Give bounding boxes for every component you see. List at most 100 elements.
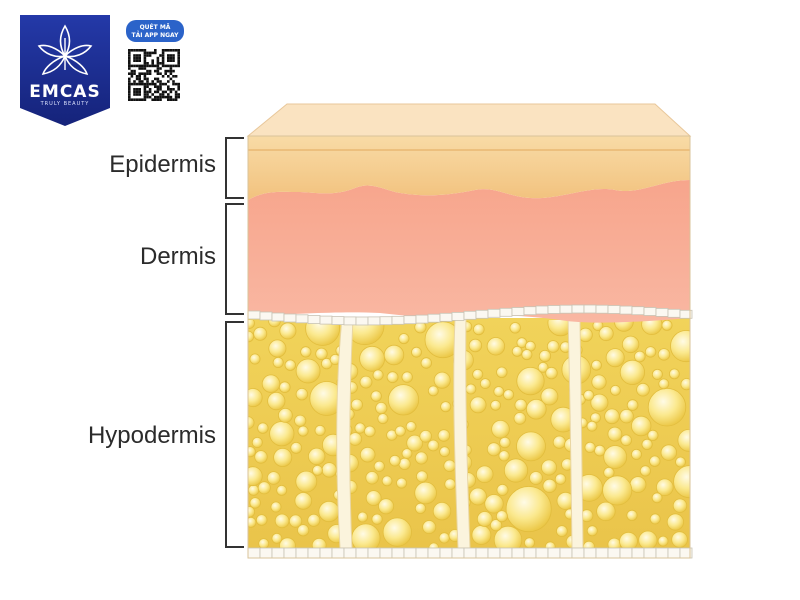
fat-cell [389,454,401,467]
fat-cell [521,349,533,361]
fat-cell [248,416,255,430]
lotus-icon [37,24,93,76]
qr-module [167,95,170,99]
epidermis-bracket [225,137,244,199]
qr-module [133,98,136,101]
qr-pill [126,20,184,42]
qr-module [148,51,152,55]
cell [487,308,501,318]
qr-module [141,72,144,75]
qr-module [151,51,154,55]
fat-cell [257,481,271,495]
skin-block-outline [247,135,691,559]
fat-cell [405,421,417,432]
fat-cell [270,501,282,513]
qr-module [143,54,147,57]
qr-module [138,90,141,94]
cell [547,305,561,314]
qr-module [159,93,162,96]
fat-cell [471,525,492,545]
fat-cell [370,390,382,402]
fat-cell [472,323,485,336]
fat-cell [308,447,326,466]
fat-cell [438,532,450,544]
fat-cell [670,330,690,363]
fat-cell [605,348,625,368]
qr-module [128,85,131,88]
qr-module [159,54,162,57]
qr-module [130,49,134,52]
qr-module [138,80,141,83]
brand-tagline: TRULY BEAUTY [40,101,90,107]
qr-module [135,59,139,62]
qr-module [161,62,165,65]
cell [415,547,429,559]
epidermis-layer [248,136,690,200]
fat-cell [657,535,669,547]
fat-cell [619,409,634,424]
cell [331,316,345,326]
fat-cell [261,374,281,393]
qr-module [138,75,141,78]
fat-cell [378,498,395,515]
qr-module [169,54,173,57]
qr-module [135,88,139,91]
qr-module [156,56,160,60]
qr-module [172,88,175,91]
qr-module [154,77,157,81]
fat-cell [484,494,504,514]
cell [499,307,513,317]
cell [559,547,573,559]
fat-cell [584,441,596,453]
qr-module [172,54,175,57]
qr-module [138,59,141,62]
cell [655,307,669,317]
qr-module [135,56,139,60]
fat-cell [475,465,494,484]
qr-module [146,54,149,57]
fat-cell [312,464,323,476]
hypodermis-bracket [225,321,244,548]
qr-module [172,98,175,101]
qr-module [164,72,167,75]
qr-code-icon[interactable] [126,47,184,105]
fat-cell [479,378,491,390]
qr-module [177,85,180,88]
fat-cell [540,387,559,406]
qr-module [174,49,178,52]
cell [535,547,549,559]
qr-module [177,82,180,86]
fat-cell [411,346,422,358]
fat-cell [251,436,263,448]
fat-cell [432,502,452,521]
fat-cell [651,368,663,380]
fat-cell [578,327,593,343]
qr-module [169,64,173,68]
fat-cell [427,385,439,397]
qr-module [151,59,154,62]
epidermis-label: Epidermis [109,151,216,178]
qr-module [143,67,147,70]
qr-module [128,56,131,60]
fat-cell [288,514,303,528]
fat-cell [414,481,437,505]
qr-module [128,62,131,65]
fat-cell [556,525,568,537]
hypodermis-label: Hypodermis [88,422,216,449]
cell [571,547,585,559]
cell [307,547,321,559]
qr-module [169,98,173,101]
qr-module [135,77,139,81]
skin-top-surface [246,103,692,137]
qr-module [177,93,180,96]
fat-cell [680,378,690,391]
fat-cell [626,399,639,411]
qr-module [161,93,165,96]
qr-module [177,49,180,52]
qr-module [177,51,180,55]
fat-cell [437,429,451,442]
cell [607,305,621,314]
qr-module [172,69,175,73]
fat-cell [583,389,595,401]
fat-cell [290,441,303,454]
